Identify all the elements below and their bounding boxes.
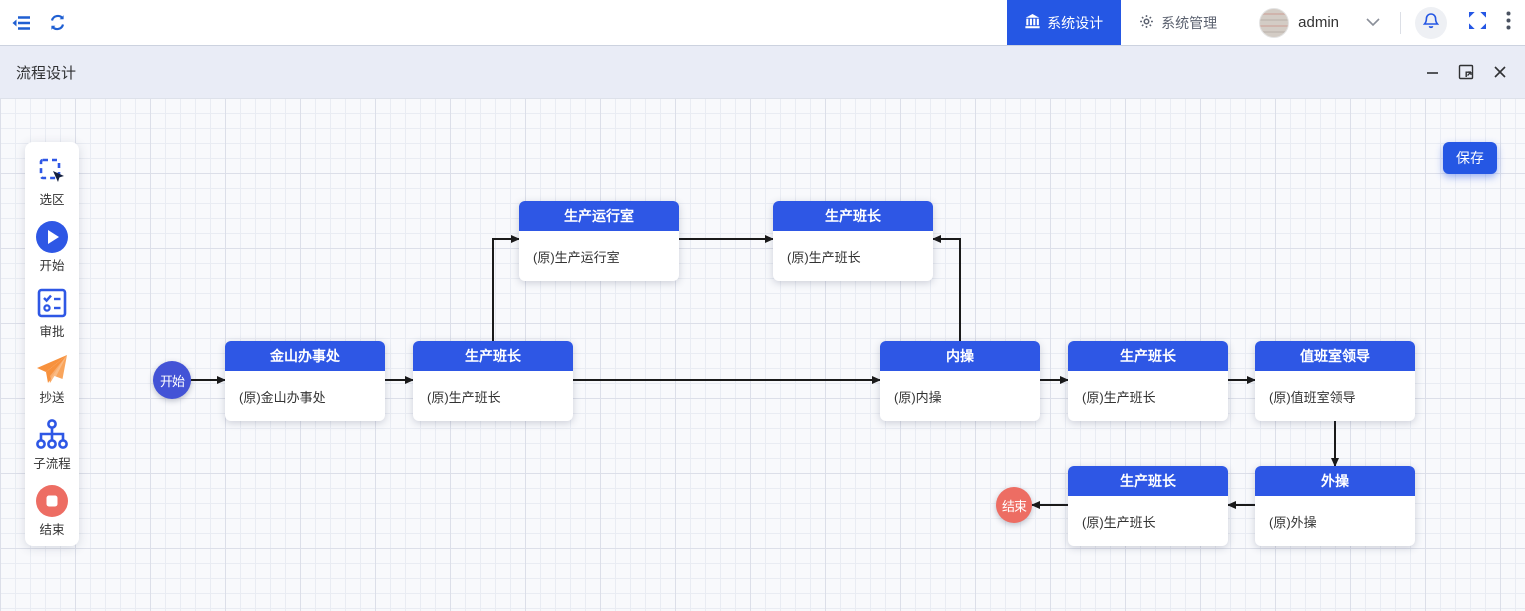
play-circle-icon [33,218,71,256]
marquee-select-icon [33,152,71,190]
save-button[interactable]: 保存 [1443,142,1497,174]
user-menu[interactable]: admin [1235,0,1394,45]
bank-icon [1025,13,1040,32]
palette-item-start[interactable]: 开始 [33,218,71,274]
flow-node-subtitle: (原)金山办事处 [239,389,326,405]
flow-node[interactable]: 生产班长 (原)生产班长 [413,341,573,421]
palette-item-label: 审批 [39,325,65,339]
tab-system-design[interactable]: 系统设计 [1007,0,1122,45]
flow-node-title: 生产班长 [1068,466,1228,496]
palette-item-select[interactable]: 选区 [33,152,71,208]
flow-node-subtitle: (原)值班室领导 [1269,389,1356,405]
flow-node[interactable]: 生产班长 (原)生产班长 [1068,341,1228,421]
chevron-down-icon [1366,14,1380,32]
kebab-icon [1506,11,1511,34]
fullscreen-button[interactable] [1469,11,1486,34]
notification-button[interactable] [1415,6,1447,39]
palette-item-subflow[interactable]: 子流程 [33,416,71,472]
flow-node-subtitle: (原)外操 [1269,514,1317,530]
flow-node[interactable]: 金山办事处 (原)金山办事处 [225,341,385,421]
palette-item-label: 选区 [39,193,65,207]
flow-node-subtitle: (原)生产班长 [1082,389,1156,405]
flow-node-title: 值班室领导 [1255,341,1415,371]
panel-header: 流程设计 [0,45,1525,99]
palette-item-cc[interactable]: 抄送 [33,350,71,406]
flow-node[interactable]: 生产班长 (原)生产班长 [1068,466,1228,546]
flow-edge [932,235,961,341]
flow-node-title: 金山办事处 [225,341,385,371]
fold-menu-icon[interactable] [12,15,31,31]
divider [1400,11,1401,34]
flow-node[interactable]: 值班室领导 (原)值班室领导 [1255,341,1415,421]
sitemap-icon [33,416,71,454]
flow-node-title: 生产班长 [773,201,933,231]
tab-label: 系统设计 [1047,14,1104,31]
top-bar: 系统设计 系统管理 admin [0,0,1525,45]
flow-node[interactable]: 外操 (原)外操 [1255,466,1415,546]
flow-node-subtitle: (原)内操 [894,389,942,405]
flow-node-subtitle: (原)生产运行室 [533,249,620,265]
close-button[interactable] [1489,61,1511,83]
palette-item-label: 抄送 [39,391,65,405]
flow-node[interactable]: 生产班长 (原)生产班长 [773,201,933,281]
gear-icon [1139,14,1154,32]
more-menu-button[interactable] [1506,11,1511,35]
flow-node-subtitle: (原)生产班长 [787,249,861,265]
flow-node-title: 生产班长 [413,341,573,371]
paper-plane-icon [33,350,71,388]
stop-circle-icon [33,482,71,520]
start-node[interactable]: 开始 [153,361,191,399]
end-node[interactable]: 结束 [996,487,1032,523]
page-title: 流程设计 [16,64,77,82]
flow-edge [492,235,520,341]
palette-item-label: 结束 [39,523,65,537]
user-name: admin [1298,14,1339,31]
flow-node-title: 生产班长 [1068,341,1228,371]
flow-node[interactable]: 内操 (原)内操 [880,341,1040,421]
flow-canvas[interactable]: 选区开始审批抄送子流程结束 保存 生产运行室(原)生产运行室生产班长(原)生产班… [0,98,1525,611]
restore-button[interactable] [1455,61,1477,83]
palette-item-label: 开始 [39,259,65,273]
flow-node-title: 内操 [880,341,1040,371]
refresh-icon[interactable] [49,14,66,31]
palette-item-end[interactable]: 结束 [33,482,71,538]
minimize-button[interactable] [1421,61,1443,83]
bell-icon [1422,12,1440,34]
flow-node-title: 生产运行室 [519,201,679,231]
palette-item-approve[interactable]: 审批 [33,284,71,340]
fullscreen-icon [1469,11,1486,33]
tab-label: 系统管理 [1161,14,1218,31]
flow-node-subtitle: (原)生产班长 [1082,514,1156,530]
flow-node-title: 外操 [1255,466,1415,496]
avatar [1259,7,1290,38]
flow-node[interactable]: 生产运行室 (原)生产运行室 [519,201,679,281]
node-palette: 选区开始审批抄送子流程结束 [25,142,79,546]
flow-node-subtitle: (原)生产班长 [427,389,501,405]
tab-system-manage[interactable]: 系统管理 [1121,0,1235,45]
checklist-icon [33,284,71,322]
palette-item-label: 子流程 [33,457,71,471]
